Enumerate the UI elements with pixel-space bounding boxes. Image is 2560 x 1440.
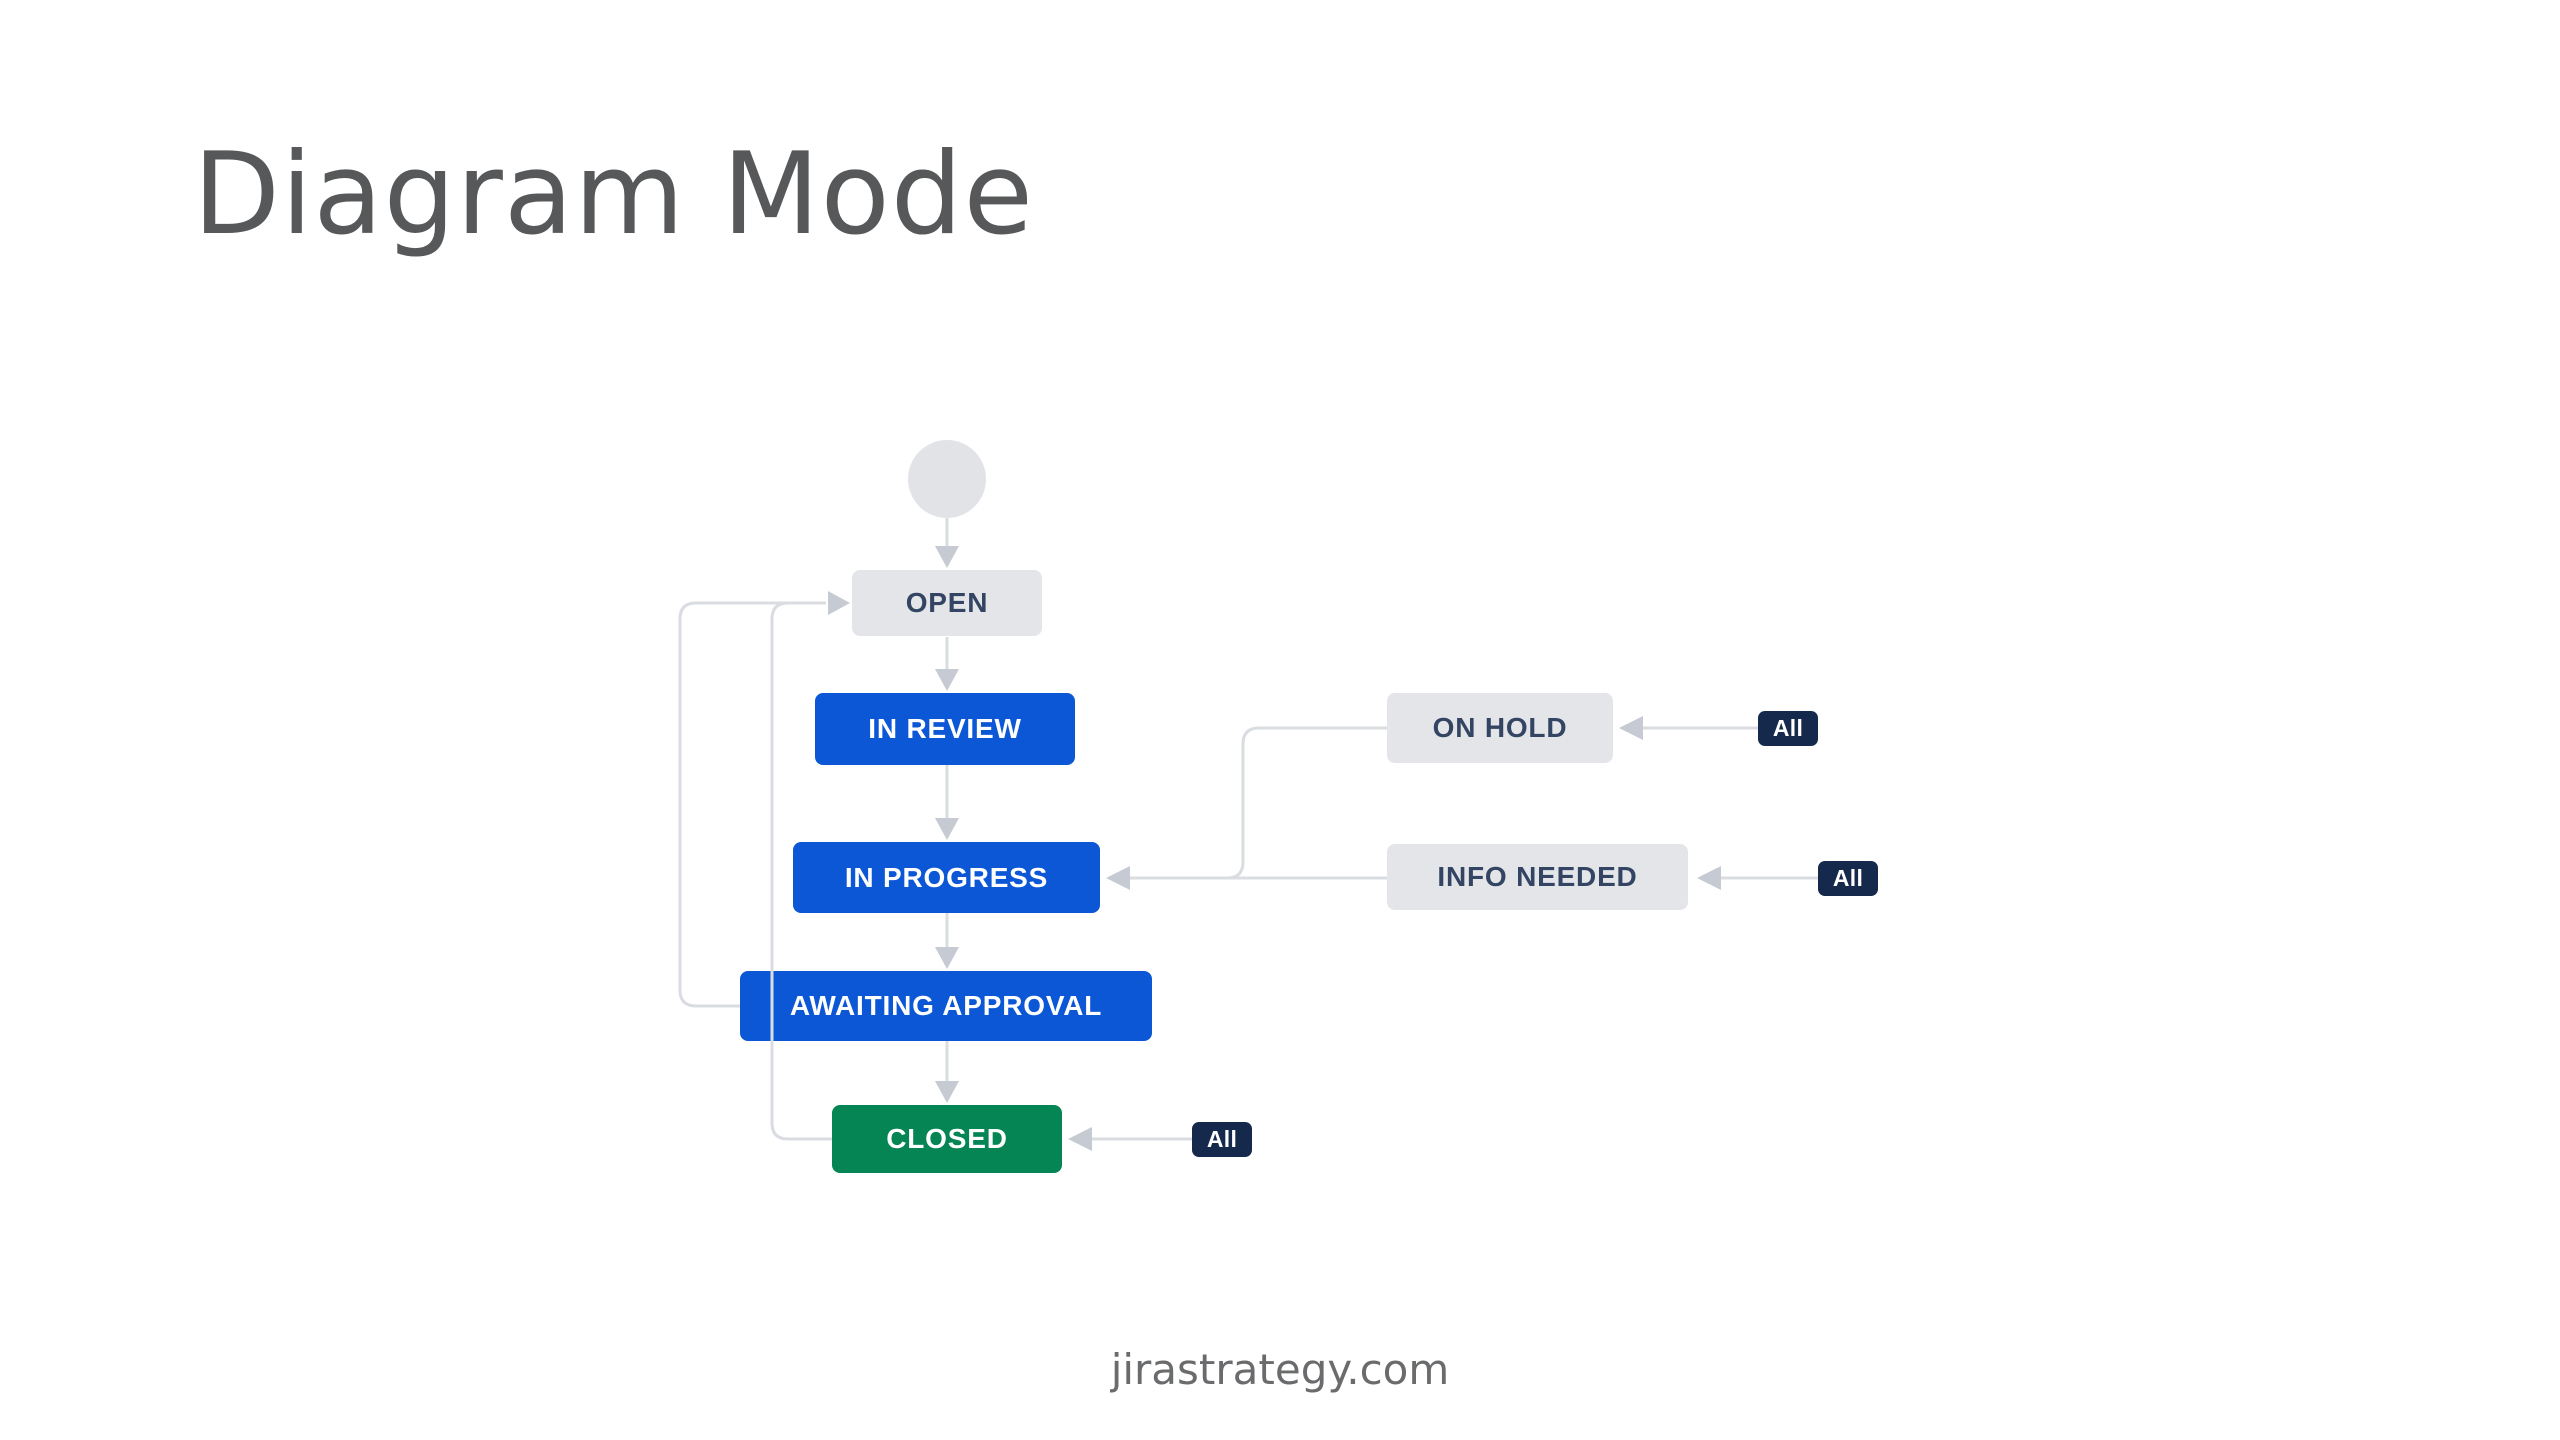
transition-badge-all-to-on-hold[interactable]: All [1758,711,1818,746]
transition-awaiting-approval-to-open [678,601,826,1008]
footer-site-url: jirastrategy.com [1110,1345,1450,1394]
arrowhead-left-icon [1068,1127,1092,1151]
status-label: ON HOLD [1432,712,1568,743]
page-title: Diagram Mode [193,128,1034,260]
status-label: CLOSED [886,1123,1008,1154]
arrowhead-left-icon [1106,866,1130,890]
transition-badge-all-to-info-needed[interactable]: All [1818,861,1878,896]
status-node-in-review[interactable]: IN REVIEW [815,693,1075,765]
arrowhead-down-icon [935,1081,959,1103]
arrowhead-down-icon [935,546,959,568]
transition-on-hold-to-in-progress [1218,726,1387,880]
badge-label: All [1206,1126,1238,1152]
arrowhead-down-icon [935,818,959,840]
badge-label: All [1832,865,1864,891]
status-label: IN REVIEW [868,713,1022,744]
status-node-awaiting-approval[interactable]: AWAITING APPROVAL [740,971,1152,1041]
arrowhead-left-icon [1619,716,1643,740]
status-label: IN PROGRESS [844,861,1049,893]
arrowhead-down-icon [935,669,959,691]
start-node-circle[interactable] [908,440,986,518]
status-node-in-progress[interactable]: IN PROGRESS [793,842,1100,913]
status-node-on-hold[interactable]: ON HOLD [1387,693,1613,763]
transition-badge-all-to-closed[interactable]: All [1192,1122,1252,1157]
status-label: AWAITING APPROVAL [789,990,1103,1021]
status-label: OPEN [905,587,989,618]
badge-label: All [1772,715,1804,741]
status-label: INFO NEEDED [1437,861,1638,892]
arrowhead-right-icon [828,591,850,615]
status-node-open[interactable]: OPEN [852,570,1042,636]
arrowhead-left-icon [1697,866,1721,890]
status-node-closed[interactable]: CLOSED [832,1105,1062,1173]
status-node-info-needed[interactable]: INFO NEEDED [1387,844,1688,910]
arrowhead-down-icon [935,947,959,969]
